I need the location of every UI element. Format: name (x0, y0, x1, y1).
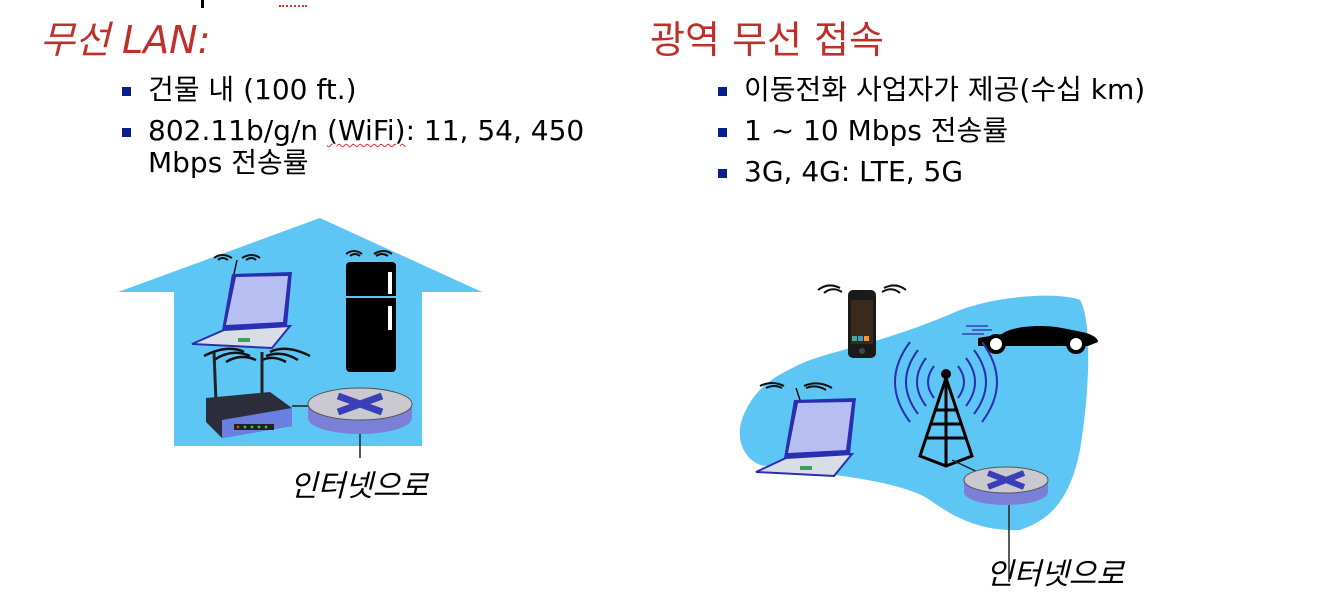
cell-tower-icon (894, 341, 998, 468)
spellcheck-underlined-text: (WiFi) (327, 114, 406, 147)
laptop-icon (191, 254, 293, 350)
wifi-access-point-icon (206, 351, 292, 438)
car-icon (962, 325, 1098, 354)
bullet-square-icon (718, 169, 727, 178)
section-title-wide-area-wireless: 광역 무선 접속 (650, 18, 884, 62)
router-icon (963, 466, 1049, 505)
bullet-square-icon (122, 87, 131, 96)
stray-mark (201, 0, 204, 8)
smartphone-icon (817, 284, 907, 358)
bullet-square-icon (718, 128, 727, 137)
bullet-item: 3G, 4G: LTE, 5G (718, 156, 1145, 188)
bullet-square-icon (122, 128, 131, 137)
cellular-network-diagram (739, 284, 1098, 582)
bullet-item: 이동전화 사업자가 제공(수십 km) (718, 74, 1145, 106)
bullet-square-icon (718, 87, 727, 96)
house-shape (118, 218, 482, 446)
router-icon (307, 387, 413, 434)
spellcheck-squiggle (279, 3, 307, 7)
wireless-lan-bullets: 건물 내 (100 ft.) 802.11b/g/n (WiFi): 11, 5… (122, 74, 584, 188)
refrigerator-icon (345, 250, 396, 372)
home-network-diagram (118, 218, 482, 458)
laptop-icon (755, 382, 856, 478)
bullet-item: 1 ~ 10 Mbps 전송률 (718, 115, 1145, 147)
bullet-item: 건물 내 (100 ft.) (122, 74, 584, 106)
diagram-caption-to-internet: 인터넷으로 (290, 469, 428, 504)
wide-area-bullets: 이동전화 사업자가 제공(수십 km) 1 ~ 10 Mbps 전송률 3G, … (718, 74, 1145, 197)
bullet-item: 802.11b/g/n (WiFi): 11, 54, 450 Mbps 전송률 (122, 115, 584, 179)
section-title-wireless-lan: 무선 LAN: (40, 18, 211, 62)
diagram-caption-to-internet: 인터넷으로 (986, 557, 1124, 592)
wifi-signal-icon (203, 347, 311, 364)
